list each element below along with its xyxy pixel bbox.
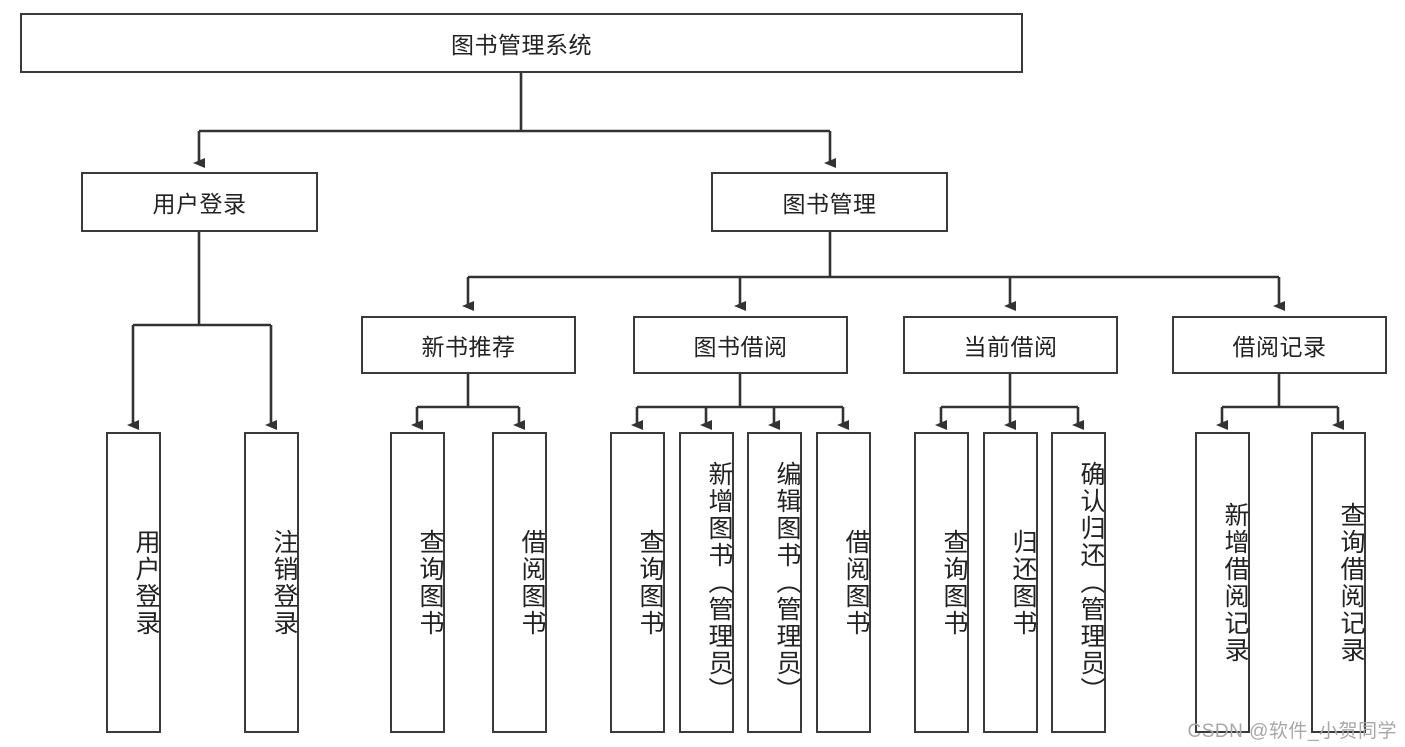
node-user-login-label: 用户登录: [152, 191, 247, 217]
node-leaf-query-book-1[interactable]: 查询图书: [390, 432, 445, 733]
node-leaf-borrow-book-1-label: 借阅图书: [518, 528, 546, 637]
node-leaf-query-book-2[interactable]: 查询图书: [610, 432, 665, 733]
node-user-login[interactable]: 用户登录: [81, 172, 318, 232]
node-leaf-logout-label: 注销登录: [270, 528, 298, 637]
node-leaf-add-book[interactable]: 新增图书（管理员）: [679, 432, 734, 733]
node-book-management[interactable]: 图书管理: [711, 172, 948, 232]
node-leaf-query-book-3[interactable]: 查询图书: [914, 432, 969, 733]
node-borrow-record[interactable]: 借阅记录: [1172, 316, 1387, 374]
node-root[interactable]: 图书管理系统: [20, 13, 1023, 73]
node-leaf-return-book[interactable]: 归还图书: [983, 432, 1038, 733]
node-leaf-query-book-2-label: 查询图书: [636, 528, 664, 637]
node-leaf-query-book-1-label: 查询图书: [416, 528, 444, 637]
node-current-borrow-label: 当前借阅: [963, 334, 1058, 360]
node-book-borrow-label: 图书借阅: [693, 334, 788, 360]
node-leaf-query-record-label: 查询借阅记录: [1337, 501, 1365, 664]
watermark: CSDN @软件_小贺同学: [1187, 721, 1397, 742]
node-leaf-add-book-label: 新增图书（管理员）: [705, 461, 733, 704]
node-leaf-logout[interactable]: 注销登录: [244, 432, 299, 733]
node-leaf-query-book-3-label: 查询图书: [940, 528, 968, 637]
node-leaf-query-record[interactable]: 查询借阅记录: [1311, 432, 1366, 733]
node-root-label: 图书管理系统: [451, 32, 592, 58]
node-leaf-add-record-label: 新增借阅记录: [1221, 501, 1249, 664]
node-leaf-borrow-book-2-label: 借阅图书: [842, 528, 870, 637]
node-leaf-borrow-book-1[interactable]: 借阅图书: [492, 432, 547, 733]
node-leaf-edit-book-label: 编辑图书（管理员）: [773, 461, 801, 704]
node-leaf-user-login-label: 用户登录: [132, 528, 160, 637]
node-current-borrow[interactable]: 当前借阅: [903, 316, 1118, 374]
node-leaf-confirm-return[interactable]: 确认归还（管理员）: [1051, 432, 1106, 733]
node-book-borrow[interactable]: 图书借阅: [633, 316, 848, 374]
node-new-book-recommend-label: 新书推荐: [421, 334, 516, 360]
node-book-management-label: 图书管理: [782, 191, 877, 217]
node-leaf-edit-book[interactable]: 编辑图书（管理员）: [747, 432, 802, 733]
node-leaf-add-record[interactable]: 新增借阅记录: [1195, 432, 1250, 733]
node-leaf-confirm-return-label: 确认归还（管理员）: [1077, 461, 1105, 704]
node-borrow-record-label: 借阅记录: [1232, 334, 1327, 360]
node-leaf-return-book-label: 归还图书: [1009, 528, 1037, 637]
node-leaf-borrow-book-2[interactable]: 借阅图书: [816, 432, 871, 733]
node-leaf-user-login[interactable]: 用户登录: [106, 432, 161, 733]
node-new-book-recommend[interactable]: 新书推荐: [361, 316, 576, 374]
